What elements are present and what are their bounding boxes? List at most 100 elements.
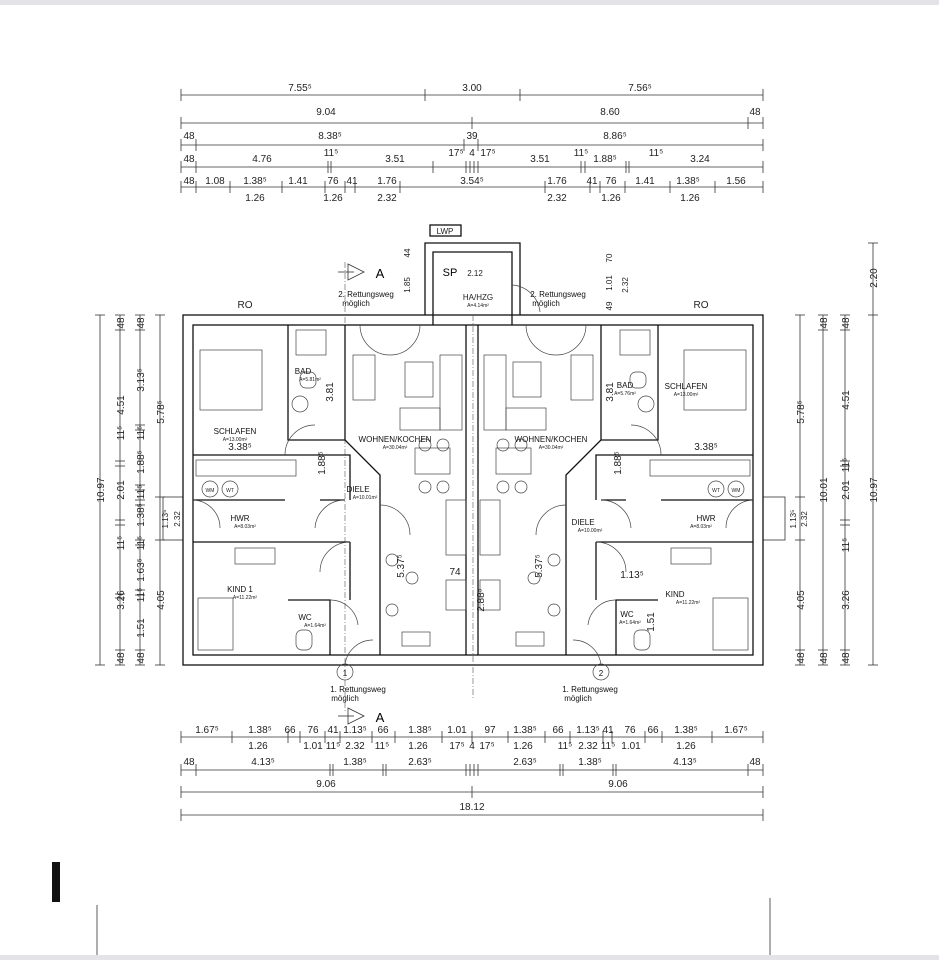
room-area-diele: A=10.01m² xyxy=(353,495,378,501)
schlafen-dim: 3.38⁵ xyxy=(228,442,252,453)
room-name-bad: BAD xyxy=(617,381,634,390)
sofa xyxy=(399,407,441,431)
room-area-hwr: A=8.03m² xyxy=(234,524,256,530)
section-marker-bottom: A xyxy=(338,707,385,725)
left-dim-col-3-label: 48 xyxy=(136,652,147,664)
escape-route-2: möglich xyxy=(532,299,560,308)
kitchen-dim: 5.37⁵ xyxy=(396,554,407,578)
room-area-wohnen-kochen: A=30.04m² xyxy=(539,445,564,451)
counter-dim: 74 xyxy=(449,567,461,578)
labels: ROSCHLAFENA=13.00m²3.38⁵BADA=5.81m²3.81W… xyxy=(206,290,741,703)
top-dim-row-2-label: 48 xyxy=(749,107,761,118)
top-dim-sub-label: 1.26 xyxy=(601,193,621,204)
room-area-wc: A=1.64m² xyxy=(619,620,641,626)
bottom-dim-row-2-label: 17⁵ xyxy=(479,741,494,752)
bottom-dim-row-3-label: 4.13⁵ xyxy=(673,757,697,768)
bottom-dim-row-1-label: 1.38⁵ xyxy=(674,725,698,736)
annex-dim-49: 49 xyxy=(605,301,614,310)
lwp-label: LWP xyxy=(437,227,454,236)
dining-table xyxy=(414,447,451,475)
chair xyxy=(514,438,528,452)
walls xyxy=(182,224,764,712)
sink-unit xyxy=(515,631,545,647)
top-dim-row-5-label: 1.41 xyxy=(635,176,655,187)
plant xyxy=(547,553,561,567)
kitchen-cabinets xyxy=(479,499,501,556)
bottom-dim-row-1-label: 66 xyxy=(377,725,389,736)
top-dim-row-5-label: 1.56 xyxy=(726,176,746,187)
bottom-dim-row-1-label: 97 xyxy=(484,725,496,736)
wm-label: WM xyxy=(206,488,215,494)
kitchen-dim-2: 2.88⁵ xyxy=(476,588,487,612)
interior-wall xyxy=(595,454,753,500)
bottom-dim-row-1-label: 66 xyxy=(647,725,659,736)
room-area-schlafen: A=13.00m² xyxy=(674,392,699,398)
top-dim-row-3-label: 39 xyxy=(466,131,478,142)
sink-unit xyxy=(401,631,431,647)
left-dim-col-4-label: 1.13⁵ xyxy=(161,510,170,529)
left-dim-col-3-label: 1.88⁵ xyxy=(136,450,147,474)
left-dim-col-2-label: 3.26 xyxy=(116,590,127,610)
bottom-dim-row-2-label: 4 xyxy=(469,741,475,752)
left-dim-col-2-label: 48 xyxy=(116,317,127,329)
bad-dim: 3.81 xyxy=(325,382,336,402)
bottom-dim-row-1-label: 1.13⁵ xyxy=(576,725,600,736)
top-dim-row-4-label: 48 xyxy=(183,154,195,165)
escape-route-1: 1. Rettungsweg xyxy=(562,685,618,694)
room-area-bad: A=5.76m² xyxy=(614,391,636,397)
top-dim-sub-label: 1.26 xyxy=(245,193,265,204)
toilet xyxy=(295,629,313,651)
top-dim-row-5-label: 48 xyxy=(183,176,195,187)
top-dim-row-3-label: 8.38⁵ xyxy=(318,131,342,142)
door-swing xyxy=(725,499,754,529)
bottom-dim-row-2-label: 1.26 xyxy=(248,741,268,752)
door-swing xyxy=(525,324,557,356)
washing-machine xyxy=(201,480,219,498)
interior-wall xyxy=(565,325,602,655)
interior-wall xyxy=(601,325,659,441)
sofa xyxy=(439,354,463,431)
bottom-dim-row-1-label: 66 xyxy=(284,725,296,736)
schlafen-dim: 3.38⁵ xyxy=(694,442,718,453)
door-swing xyxy=(600,499,632,529)
top-dim-sub-label: 1.26 xyxy=(680,193,700,204)
plant xyxy=(385,553,399,567)
room-name-kind: KIND 1 xyxy=(227,585,253,594)
interior-wall xyxy=(193,454,351,500)
right-dim-col-1-label: 4.05 xyxy=(796,590,807,610)
bottom-dim-row-2-label: 1.26 xyxy=(513,741,533,752)
room-name-wc: WC xyxy=(620,610,634,619)
top-dim-row-4-label: 3.24 xyxy=(690,154,710,165)
single-bed xyxy=(712,597,749,651)
right-dim-col-3-label: 4.51 xyxy=(841,390,852,410)
right-dim-col-2-label: 48 xyxy=(819,652,830,664)
top-dim-row-5-label: 1.08 xyxy=(205,176,225,187)
sink xyxy=(291,395,309,413)
dining-table xyxy=(495,447,532,475)
left-dim-col-3-label: 1.38⁵ xyxy=(136,503,147,527)
left-dim-col-4-label: 4.05 xyxy=(156,590,167,610)
sofa xyxy=(483,354,507,431)
section-marker-top: A xyxy=(338,263,385,281)
annex-dim-70: 70 xyxy=(605,253,614,262)
door-swing xyxy=(630,424,662,456)
bottom-dim-row-1-label: 1.13⁵ xyxy=(343,725,367,736)
wc-dim: 1.51 xyxy=(646,612,657,632)
door-swing xyxy=(389,324,421,356)
dryer xyxy=(707,480,725,498)
shower xyxy=(295,329,327,356)
room-name-hwr: HWR xyxy=(230,514,249,523)
top-dim-row-2-label: 9.04 xyxy=(316,107,336,118)
plant xyxy=(385,603,399,617)
room-area-wc: A=1.64m² xyxy=(304,623,326,629)
bottom-dim-row-2-label: 11⁵ xyxy=(326,741,341,752)
caddy-logo xyxy=(52,862,60,902)
bottom-dim-row-1-label: 1.38⁵ xyxy=(513,725,537,736)
right-dim-col-2-label: 48 xyxy=(819,317,830,329)
svg-text:A: A xyxy=(376,710,385,725)
sp-dim: 2.12 xyxy=(467,269,483,278)
ro-label: RO xyxy=(238,300,253,311)
top-dim-row-5-label: 41 xyxy=(346,176,358,187)
room-name-bad: BAD xyxy=(295,367,312,376)
